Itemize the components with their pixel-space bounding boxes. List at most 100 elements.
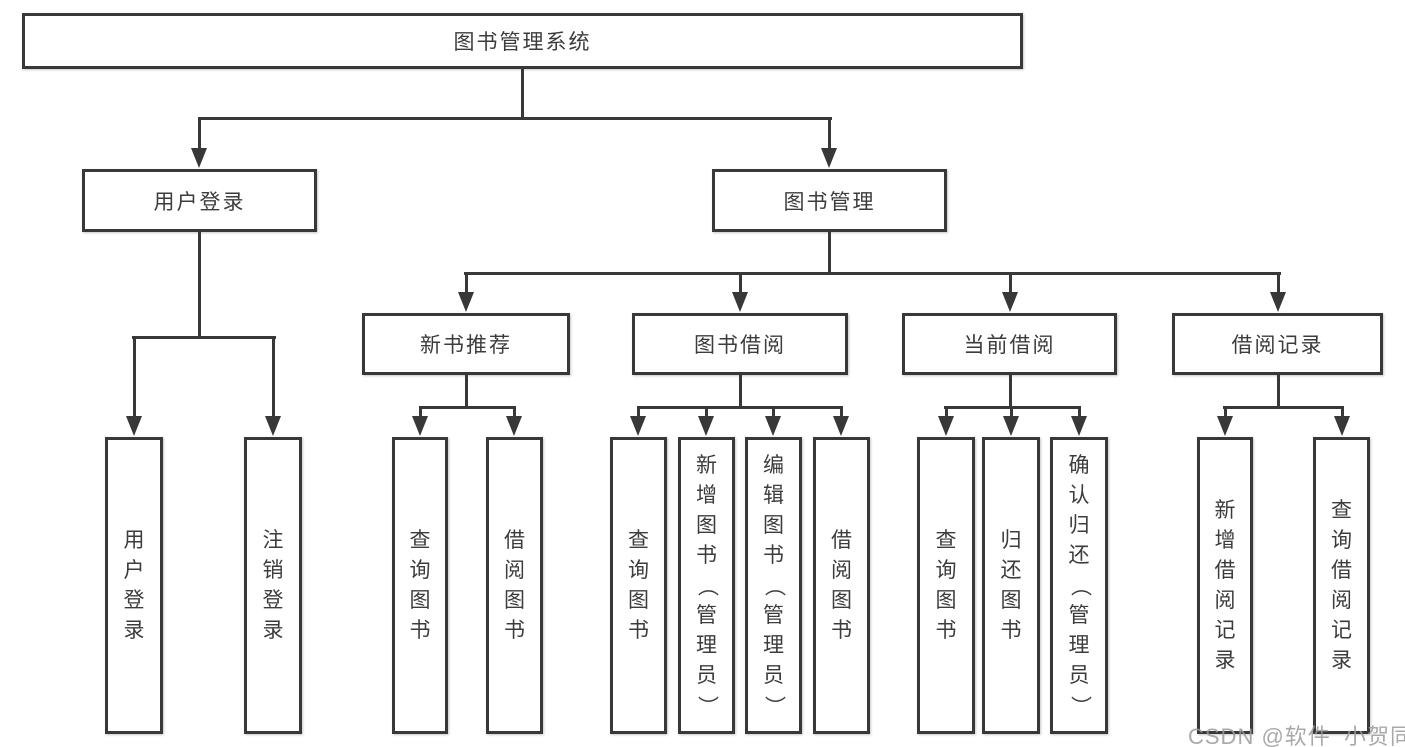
node-current-borrowing: 当前借阅 (902, 313, 1117, 375)
arrow-down-icon (265, 416, 281, 436)
connector-stem-book-borrowing (739, 374, 742, 408)
node-label-char: 书 (935, 618, 957, 642)
connector-arrow-stem (840, 406, 843, 417)
node-label-char: 新 (696, 453, 717, 477)
arrow-down-icon (191, 148, 207, 168)
node-col-query-borrow-record: 查询借阅记录 (1313, 437, 1370, 734)
node-label-char: 归 (1000, 528, 1022, 552)
connector-arrow-stem (705, 406, 708, 417)
arrow-down-icon (732, 292, 748, 312)
node-label-char: 借 (1331, 558, 1352, 582)
node-book-borrowing: 图书借阅 (632, 313, 848, 375)
node-label: 图书借阅 (694, 334, 786, 357)
node-label-char: 员 (696, 663, 717, 687)
node-label-char: 书 (628, 618, 649, 642)
node-new-book-recommend: 新书推荐 (362, 313, 570, 375)
arrow-down-icon (765, 416, 781, 436)
connector-arrow-stem (772, 406, 775, 417)
connector-arrow-stem (272, 336, 275, 417)
node-label-char: 查 (628, 528, 649, 552)
node-label-char: 书 (1000, 618, 1022, 642)
node-label-char: 增 (696, 483, 717, 507)
node-label-char: ） (1068, 695, 1091, 716)
connector-bus-user-login (132, 336, 276, 339)
node-label-char: 借 (831, 528, 852, 552)
node-label-char: （ (695, 575, 719, 596)
connector-arrow-stem (637, 406, 640, 417)
node-label-char: 管 (1068, 603, 1090, 627)
node-label: 新书推荐 (420, 334, 512, 357)
node-label-char: 阅 (831, 558, 852, 582)
node-user-login: 用户登录 (82, 169, 317, 232)
node-label-char: 辑 (763, 483, 784, 507)
node-label-char: 增 (1214, 528, 1236, 552)
connector-bus-borrowing-records (1223, 406, 1344, 409)
node-col-borrow-books-2: 借阅图书 (813, 437, 870, 734)
node-col-confirm-return-admin: 确认归还（管理员） (1050, 437, 1108, 734)
connector-arrow-stem (1277, 272, 1280, 293)
node-label-char: 借 (504, 528, 525, 552)
node-label-char: 记 (1214, 618, 1236, 642)
connector-stem-library-system (521, 66, 524, 119)
node-label-char: （ (1068, 575, 1091, 596)
node-label-char: 书 (504, 618, 525, 642)
node-label-char: 询 (409, 558, 431, 582)
arrow-down-icon (1002, 292, 1018, 312)
node-label: 当前借阅 (963, 334, 1056, 357)
node-label-char: 借 (1214, 558, 1236, 582)
node-label-char: 销 (262, 558, 284, 582)
connector-bus-level-2 (198, 117, 832, 120)
node-label-char: 书 (831, 618, 852, 642)
node-col-add-borrow-record: 新增借阅记录 (1197, 437, 1253, 734)
connector-arrow-stem (739, 272, 742, 293)
node-col-query-books-3: 查询图书 (917, 437, 975, 734)
connector-arrow-stem (465, 272, 468, 293)
arrow-down-icon (698, 416, 714, 436)
connector-arrow-stem (1341, 406, 1344, 417)
node-label-char: 查 (1331, 498, 1352, 522)
node-label-char: 员 (1068, 663, 1090, 687)
node-label-char: 图 (1000, 588, 1022, 612)
node-label-char: 理 (1068, 633, 1090, 657)
node-borrowing-records: 借阅记录 (1172, 313, 1383, 375)
arrow-down-icon (1071, 416, 1087, 436)
arrow-down-icon (630, 416, 646, 436)
arrow-down-icon (821, 148, 837, 168)
node-label-char: 查 (409, 528, 431, 552)
node-label-char: 登 (123, 588, 145, 612)
connector-arrow-stem (419, 406, 422, 417)
node-label-char: 录 (1214, 648, 1236, 672)
node-col-return-books: 归还图书 (982, 437, 1040, 734)
connector-bus-book-management (464, 272, 1281, 275)
connector-stem-current-borrowing (1009, 374, 1012, 408)
arrow-down-icon (1217, 416, 1233, 436)
node-label-char: 书 (763, 543, 784, 567)
node-label-char: 理 (696, 633, 717, 657)
node-label-char: 管 (763, 603, 784, 627)
node-label-char: 图 (831, 588, 852, 612)
connector-stem-borrowing-records (1277, 374, 1280, 408)
node-label-char: 户 (123, 558, 145, 582)
node-label-char: 认 (1068, 483, 1090, 507)
node-label: 用户登录 (153, 190, 246, 214)
arrow-down-icon (833, 416, 849, 436)
node-label-char: 新 (1214, 498, 1236, 522)
node-book-management: 图书管理 (712, 169, 947, 232)
node-label-char: 图 (935, 588, 957, 612)
node-col-edit-book-admin: 编辑图书（管理员） (745, 437, 802, 734)
node-col-user-login: 用户登录 (105, 437, 163, 734)
node-col-borrow-books-1: 借阅图书 (486, 437, 543, 734)
node-label-char: 归 (1068, 513, 1090, 537)
connector-stem-new-book-recommend (465, 374, 468, 408)
node-label-char: 还 (1068, 543, 1090, 567)
node-label: 图书管理系统 (453, 31, 592, 54)
connector-bus-new-book-recommend (419, 406, 516, 409)
node-label-char: 录 (123, 618, 145, 642)
node-label: 图书管理 (783, 190, 876, 214)
node-library-system: 图书管理系统 (22, 13, 1023, 69)
arrow-down-icon (126, 416, 142, 436)
arrow-down-icon (458, 292, 474, 312)
node-col-logout-login: 注销登录 (244, 437, 302, 734)
connector-stem-book-management-down (828, 231, 831, 274)
node-col-add-book-admin: 新增图书（管理员） (678, 437, 735, 734)
